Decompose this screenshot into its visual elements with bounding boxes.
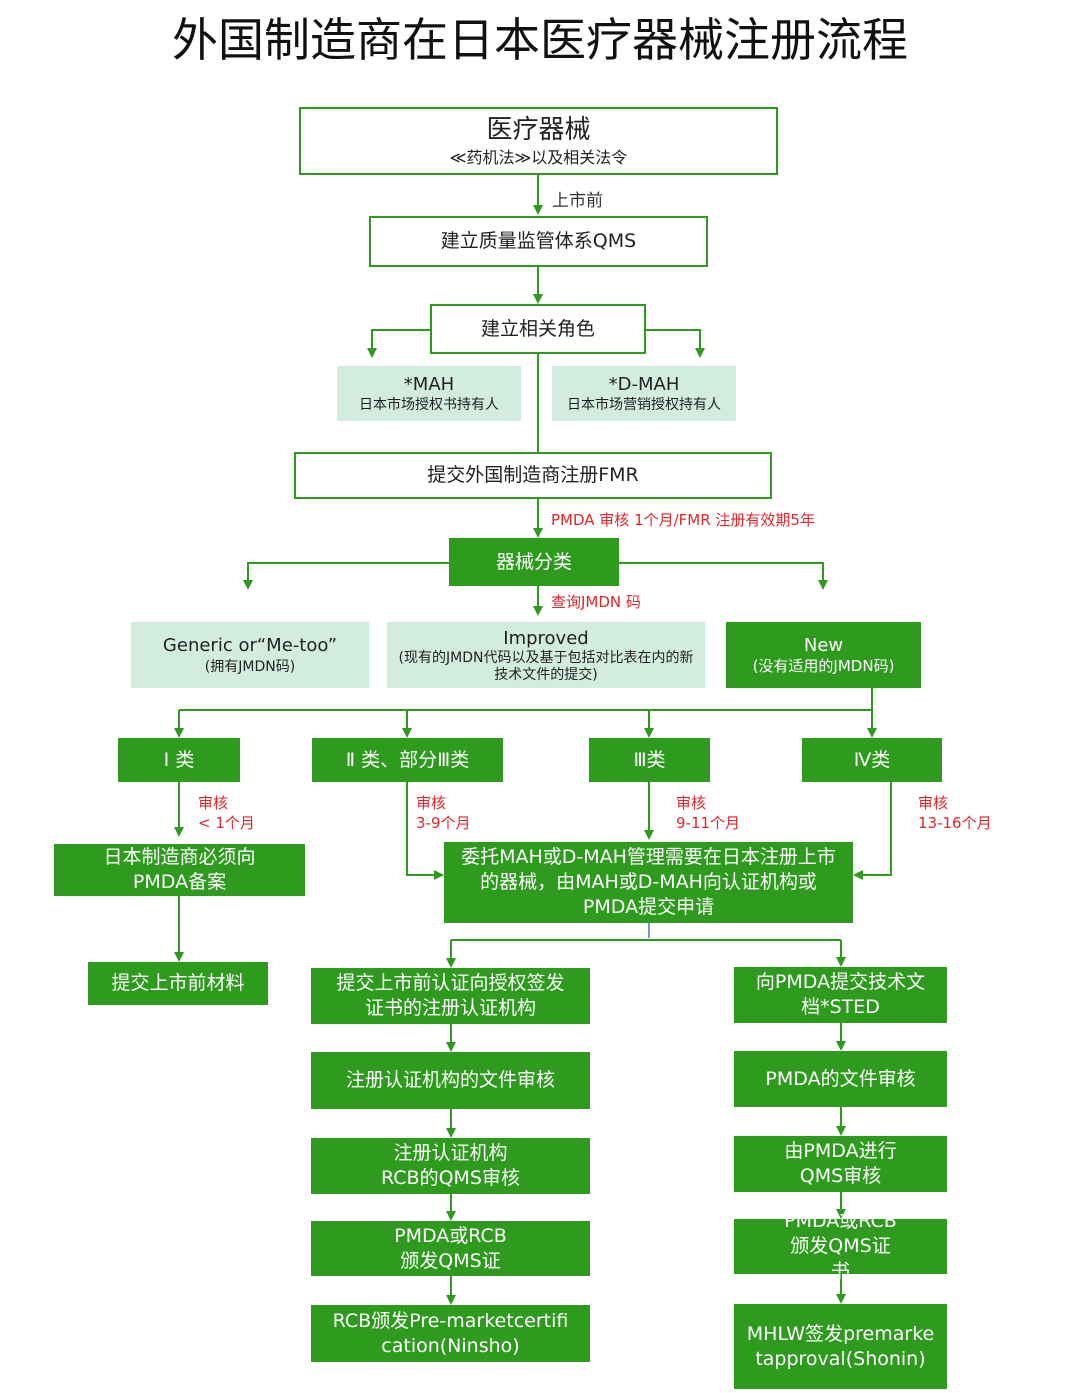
review-time-class-1: 审核< 1个月 (198, 794, 255, 833)
left-step-3: 注册认证机构RCB的QMS审核 (311, 1138, 590, 1194)
class-1-box: Ⅰ 类 (118, 738, 240, 782)
qms-box: 建立质量监管体系QMS (369, 216, 708, 267)
dmah-subtitle: 日本市场营销授权持有人 (567, 397, 721, 414)
review-duration: 13-16个月 (918, 813, 992, 832)
fmr-note: PMDA 审核 1个月/FMR 注册有效期5年 (551, 511, 815, 529)
mah-application-box: 委托MAH或D-MAH管理需要在日本注册上市的器械，由MAH或D-MAH向认证机… (444, 842, 853, 923)
dmah-box: *D-MAH 日本市场营销授权持有人 (552, 366, 736, 421)
dmah-title: *D-MAH (608, 373, 680, 395)
right-step-2: PMDA的文件审核 (734, 1051, 947, 1107)
review-label: 审核 (198, 794, 229, 812)
class-4-box: Ⅳ类 (802, 738, 942, 782)
improved-box: Improved (现有的JMDN代码以及基于包括对比表在内的新技术文件的提交) (387, 622, 705, 688)
page-title: 外国制造商在日本医疗器械注册流程 (172, 13, 908, 67)
pmda-notify-box: 日本制造商必须向PMDA备案 (54, 844, 305, 896)
classify-box: 器械分类 (449, 538, 619, 586)
improved-subtitle: (现有的JMDN代码以及基于包括对比表在内的新技术文件的提交) (398, 649, 694, 683)
review-duration: < 1个月 (198, 813, 255, 832)
generic-subtitle: (拥有JMDN码) (204, 658, 296, 675)
class-2-box: Ⅱ 类、部分Ⅲ类 (312, 738, 503, 782)
box-subtitle: ≪药机法≫以及相关法令 (449, 147, 628, 167)
review-label: 审核 (918, 794, 949, 812)
submit-premarket-box: 提交上市前材料 (88, 962, 268, 1005)
fmr-box: 提交外国制造商注册FMR (294, 452, 772, 499)
new-title: New (803, 634, 844, 656)
mah-box: *MAH 日本市场授权书持有人 (337, 366, 521, 421)
mah-subtitle: 日本市场授权书持有人 (359, 397, 499, 414)
left-step-4: PMDA或RCB颁发QMS证 (311, 1221, 590, 1276)
box-title: 医疗器械 (486, 114, 591, 145)
left-step-5: RCB颁发Pre-marketcertification(Ninsho) (311, 1305, 590, 1362)
generic-box: Generic or“Me-too” (拥有JMDN码) (131, 622, 369, 688)
jmdn-note: 查询JMDN 码 (551, 593, 641, 611)
right-step-4: PMDA或RCB颁发QMS证书 (734, 1210, 947, 1282)
premarket-label: 上市前 (552, 191, 603, 211)
new-subtitle: (没有适用的JMDN码) (752, 656, 895, 675)
new-box: New (没有适用的JMDN码) (726, 622, 921, 688)
right-step-1: 向PMDA提交技术文档*STED (734, 967, 947, 1023)
right-step-3: 由PMDA进行QMS审核 (734, 1136, 947, 1192)
right-step-5: MHLW签发premarketapproval(Shonin) (734, 1304, 947, 1389)
review-label: 审核 (416, 794, 447, 812)
mah-title: *MAH (403, 373, 455, 395)
review-label: 审核 (676, 794, 707, 812)
left-step-1: 提交上市前认证向授权签发证书的注册认证机构 (311, 968, 590, 1024)
left-step-2: 注册认证机构的文件审核 (311, 1052, 590, 1109)
improved-title: Improved (503, 627, 589, 649)
roles-box: 建立相关角色 (430, 304, 646, 354)
generic-title: Generic or“Me-too” (162, 635, 338, 657)
class-3-box: Ⅲ类 (589, 738, 710, 782)
review-duration: 9-11个月 (676, 813, 741, 832)
medical-device-box: 医疗器械 ≪药机法≫以及相关法令 (299, 107, 778, 175)
review-duration: 3-9个月 (416, 813, 471, 832)
